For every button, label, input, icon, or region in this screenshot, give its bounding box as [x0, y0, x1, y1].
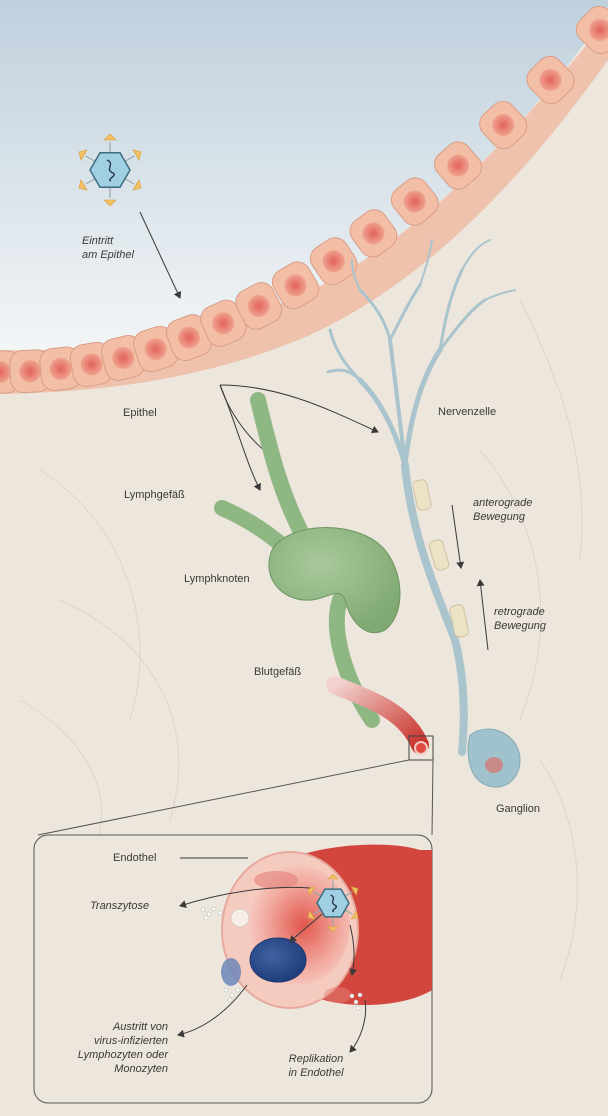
lymph-node-label: Lymphknoten [184, 572, 250, 586]
retrograde-label-line: retrograde [494, 605, 546, 619]
entry-label-line: am Epithel [82, 248, 134, 262]
transcytosis-label: Transzytose [90, 899, 149, 913]
ganglion-label: Ganglion [496, 802, 540, 816]
exit-label-line: virus-infizierten [52, 1034, 168, 1048]
endothel-label: Endothel [113, 851, 156, 865]
exit-label-line: Lymphozyten oder [52, 1048, 168, 1062]
retrograde-label: retrograde Bewegung [494, 605, 546, 633]
ganglion-nucleus [485, 757, 503, 773]
replication-label-line: Replikation [268, 1052, 364, 1066]
anterograde-label-line: anterograde [473, 496, 532, 510]
replication-label-line: in Endothel [268, 1066, 364, 1080]
vessel-detail [221, 845, 432, 1008]
lymphocyte [250, 938, 306, 982]
epithel-label: Epithel [123, 406, 157, 420]
exit-label-line: Monozyten [52, 1062, 168, 1076]
entry-label-line: Eintritt [82, 234, 134, 248]
anterograde-label: anterograde Bewegung [473, 496, 532, 524]
retrograde-label-line: Bewegung [494, 619, 546, 633]
replication-label: Replikation in Endothel [268, 1052, 364, 1080]
entry-label: Eintritt am Epithel [82, 234, 134, 262]
exit-label-line: Austritt von [52, 1020, 168, 1034]
blood-vessel-label: Blutgefäß [254, 665, 301, 679]
lymph-vessel-label: Lymphgefäß [124, 488, 185, 502]
vessel-cross-section [415, 742, 427, 754]
anterograde-label-line: Bewegung [473, 510, 532, 524]
exiting-cell [221, 958, 241, 986]
exit-label: Austritt von virus-infizierten Lymphozyt… [52, 1020, 168, 1076]
nerve-cell-label: Nervenzelle [438, 405, 496, 419]
